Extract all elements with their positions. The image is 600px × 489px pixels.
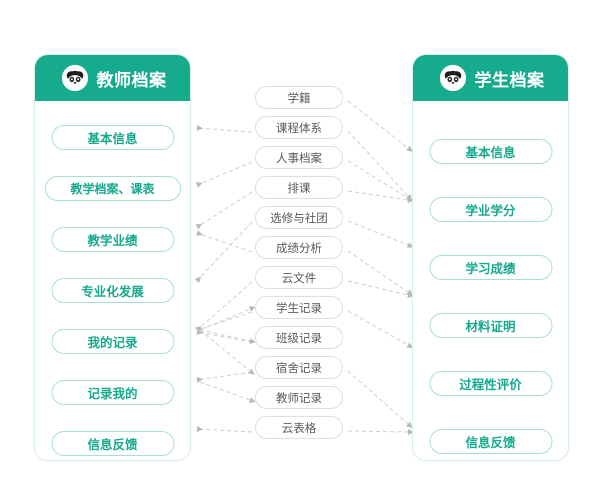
module-electives-clubs[interactable]: 选修与社团 — [255, 206, 343, 229]
teacher-card-title: 教师档案 — [96, 70, 167, 91]
teacher-item-basic-info[interactable]: 基本信息 — [51, 125, 174, 150]
teacher-item-teaching-archive[interactable]: 教学档案、课表 — [44, 176, 181, 201]
module-student-status[interactable]: 学籍 — [255, 86, 343, 109]
panda-avatar-icon — [439, 64, 466, 92]
teacher-item-teaching-performance[interactable]: 教学业绩 — [51, 227, 174, 252]
module-course-system[interactable]: 课程体系 — [255, 116, 343, 139]
module-cloud-sheets[interactable]: 云表格 — [255, 416, 343, 439]
module-dorm-records[interactable]: 宿舍记录 — [255, 356, 343, 379]
module-teacher-records[interactable]: 教师记录 — [255, 386, 343, 409]
student-item-feedback[interactable]: 信息反馈 — [429, 429, 552, 454]
student-archive-card: 学生档案 基本信息 学业学分 学习成绩 材料证明 过程性评价 信息反馈 — [412, 54, 569, 461]
teacher-item-record-mine[interactable]: 记录我的 — [51, 380, 174, 405]
module-cloud-files[interactable]: 云文件 — [255, 266, 343, 289]
student-card-header: 学生档案 — [413, 55, 568, 101]
module-scheduling[interactable]: 排课 — [255, 176, 343, 199]
module-personnel-archive[interactable]: 人事档案 — [255, 146, 343, 169]
module-class-records[interactable]: 班级记录 — [255, 326, 343, 349]
teacher-item-feedback[interactable]: 信息反馈 — [51, 431, 174, 456]
teacher-item-my-records[interactable]: 我的记录 — [51, 329, 174, 354]
student-item-academic-credits[interactable]: 学业学分 — [429, 197, 552, 222]
student-item-study-grades[interactable]: 学习成绩 — [429, 255, 552, 280]
module-student-records[interactable]: 学生记录 — [255, 296, 343, 319]
student-item-material-proof[interactable]: 材料证明 — [429, 313, 552, 338]
teacher-archive-card: 教师档案 基本信息 教学档案、课表 教学业绩 专业化发展 我的记录 记录我的 信… — [34, 54, 191, 461]
middle-module-column: 学籍 课程体系 人事档案 排课 选修与社团 成绩分析 云文件 学生记录 班级记录… — [255, 86, 345, 456]
module-grade-analysis[interactable]: 成绩分析 — [255, 236, 343, 259]
teacher-card-header: 教师档案 — [35, 55, 190, 101]
panda-avatar-icon — [61, 64, 88, 92]
teacher-card-body: 基本信息 教学档案、课表 教学业绩 专业化发展 我的记录 记录我的 信息反馈 — [35, 101, 190, 460]
student-item-basic-info[interactable]: 基本信息 — [429, 139, 552, 164]
student-card-title: 学生档案 — [474, 70, 545, 91]
teacher-item-professional-development[interactable]: 专业化发展 — [51, 278, 174, 303]
student-item-process-evaluation[interactable]: 过程性评价 — [429, 371, 552, 396]
student-card-body: 基本信息 学业学分 学习成绩 材料证明 过程性评价 信息反馈 — [413, 101, 568, 460]
